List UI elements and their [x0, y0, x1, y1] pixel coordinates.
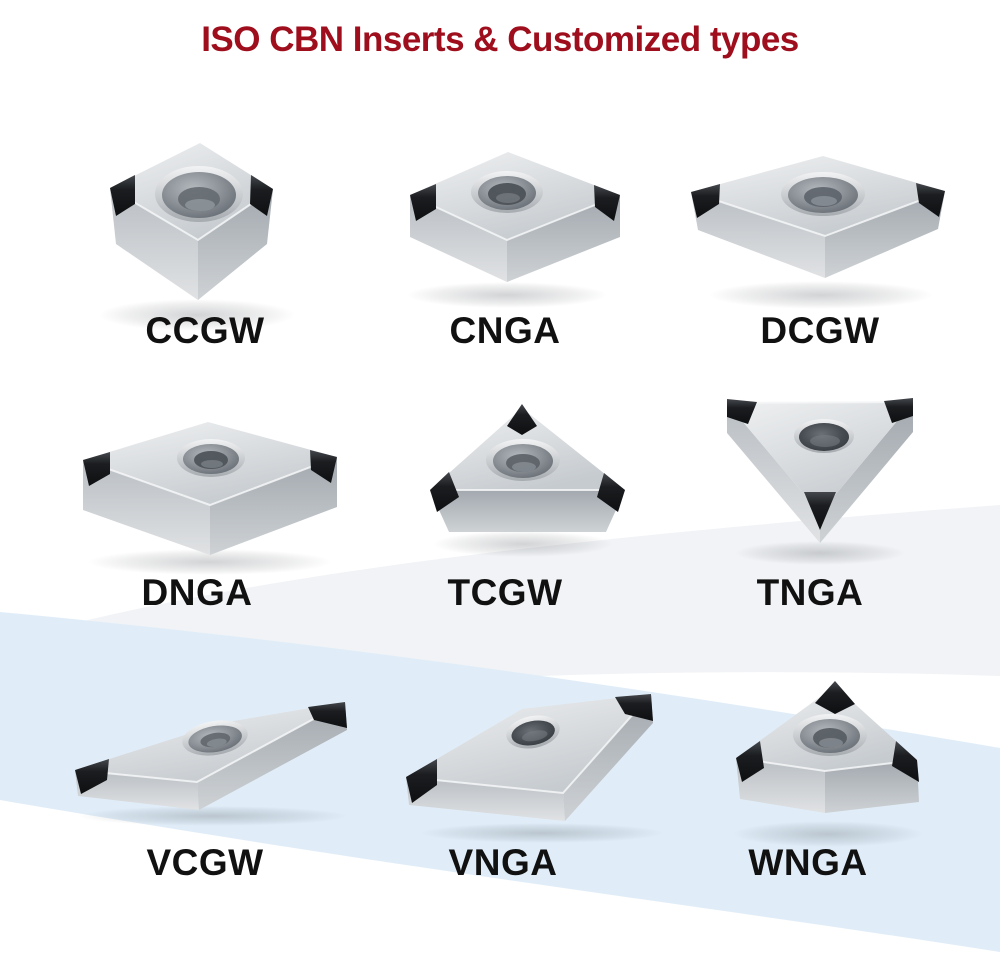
cbn-corner-tips [410, 184, 620, 221]
cbn-corner-tips [727, 398, 913, 530]
cbn-corner-tips [75, 702, 347, 794]
insert-shadow [735, 541, 905, 565]
ccgw-insert-image [99, 143, 295, 331]
insert-hole [486, 439, 560, 481]
dcgw-insert-image [690, 156, 946, 309]
insert-label-vcgw: VCGW [146, 842, 264, 883]
insert-hole [794, 419, 854, 453]
insert-label-dnga: DNGA [141, 572, 253, 613]
cbn-corner-tips [736, 681, 919, 782]
insert-body [690, 156, 946, 278]
vnga-insert-image [405, 693, 664, 843]
wnga-insert-image [733, 681, 923, 847]
insert-label-tcgw: TCGW [447, 572, 563, 613]
insert-hole [781, 172, 865, 216]
insert-body [74, 701, 347, 810]
insert-hole [506, 715, 560, 749]
insert-label-tnga: TNGA [756, 572, 864, 613]
insert-hole [155, 166, 243, 222]
insert-label-ccgw: CCGW [145, 310, 265, 351]
insert-shadow [420, 823, 664, 843]
cbn-corner-tips [406, 694, 653, 803]
insert-hole [471, 171, 543, 213]
tnga-insert-image [726, 398, 914, 565]
insert-hole [177, 439, 245, 477]
insert-shadow [88, 549, 332, 575]
cnga-insert-image [407, 152, 621, 308]
insert-body [726, 401, 914, 543]
insert-label-cnga: CNGA [449, 310, 561, 351]
insert-shadow [709, 281, 933, 309]
tcgw-insert-image [430, 404, 625, 557]
insert-label-dcgw: DCGW [760, 310, 880, 351]
cbn-corner-tips [430, 404, 625, 512]
cbn-corner-tips [691, 183, 945, 218]
insert-hole [793, 714, 867, 756]
insert-shadow [99, 299, 295, 331]
insert-body [405, 693, 653, 821]
vcgw-insert-image [74, 701, 348, 826]
insert-body [409, 152, 621, 282]
cbn-corner-tips [83, 450, 337, 486]
dnga-insert-image [82, 422, 338, 575]
insert-shadow [78, 806, 348, 826]
insert-shadow [433, 531, 613, 557]
page-title: ISO CBN Inserts & Customized types [201, 20, 799, 59]
insert-label-wnga: WNGA [748, 842, 868, 883]
insert-shadow [733, 821, 923, 847]
insert-shadow [407, 282, 607, 308]
cbn-corner-tips [110, 175, 273, 216]
insert-hole [182, 720, 248, 756]
insert-label-vnga: VNGA [448, 842, 558, 883]
